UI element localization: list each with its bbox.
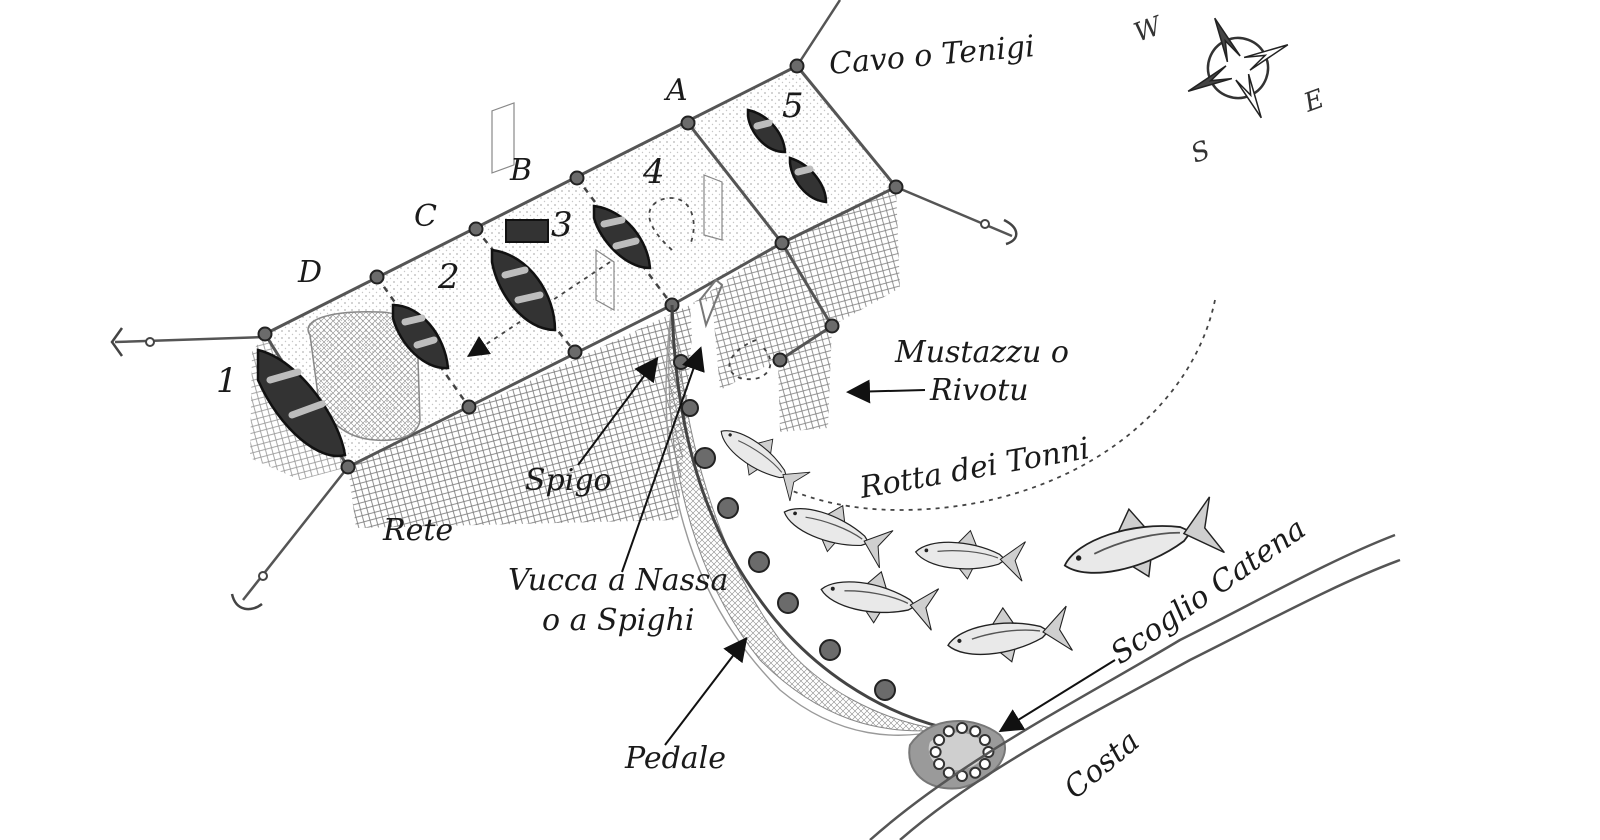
- frame-node: [257, 326, 273, 342]
- tuna-fish: [1063, 496, 1225, 578]
- float-buoy: [717, 497, 739, 519]
- label-spigo: Spigo: [525, 463, 612, 498]
- tuna-fish: [947, 605, 1073, 663]
- frame-node: [461, 399, 477, 415]
- label-vucca-1: Vucca a Nassa: [508, 563, 728, 598]
- float-buoy: [694, 447, 716, 469]
- scoglio-rock: [908, 720, 1006, 790]
- rock-node: [969, 766, 982, 779]
- rock-node: [978, 758, 991, 770]
- boat-number-3: 3: [551, 205, 573, 245]
- boat-1: [256, 348, 347, 458]
- rock-node: [969, 725, 982, 738]
- boat-5b: [788, 156, 828, 204]
- boat-4: [592, 204, 652, 270]
- rock-node: [933, 758, 946, 770]
- tuna-fish: [783, 504, 894, 569]
- frame-node: [789, 58, 805, 74]
- chamber-letter-c: C: [414, 199, 437, 234]
- boat-2: [391, 303, 450, 370]
- float-buoy: [777, 592, 799, 614]
- float-buoy: [681, 399, 699, 417]
- compass-rose: [1187, 17, 1289, 119]
- boat-3: [490, 219, 557, 332]
- frame-node: [369, 269, 385, 285]
- label-rete: Rete: [382, 513, 453, 548]
- rock-node: [956, 722, 968, 734]
- boat-number-4: 4: [642, 152, 665, 192]
- frame-node: [468, 221, 484, 237]
- tuna-fish: [720, 430, 811, 502]
- float-buoy: [748, 551, 770, 573]
- bag-net: [307, 311, 421, 442]
- boats: [256, 108, 828, 458]
- frame-node: [680, 115, 696, 131]
- label-vucca-2: o a Spighi: [542, 603, 695, 638]
- compass-s: S: [1187, 135, 1214, 169]
- boat-number-5: 5: [782, 86, 804, 126]
- coastline: [869, 533, 1401, 840]
- float-buoy: [874, 679, 896, 701]
- frame-node: [824, 318, 840, 334]
- rock-node: [978, 734, 991, 746]
- compass-w: W: [1130, 10, 1168, 48]
- rock-node: [942, 725, 955, 738]
- boat-5a: [746, 108, 787, 154]
- label-mustazzu-2: Rivotu: [929, 373, 1029, 408]
- chamber-letter-b: B: [509, 153, 532, 188]
- float-buoy: [819, 639, 841, 661]
- frame-node: [888, 179, 904, 195]
- tuna-fish: [820, 570, 940, 631]
- compass-e: E: [1299, 84, 1328, 119]
- chamber-letter-a: A: [663, 73, 688, 108]
- frame-node: [569, 170, 585, 186]
- frame-node: [567, 344, 583, 360]
- rock-node: [929, 746, 942, 758]
- label-cavo: Cavo o Tenigi: [828, 29, 1036, 82]
- tuna-fish: [914, 529, 1026, 582]
- frame-node: [774, 235, 790, 251]
- rock-node: [933, 734, 946, 746]
- pointer-arrows: [577, 346, 1116, 746]
- chamber-letter-d: D: [297, 255, 322, 290]
- net-curtains: [250, 66, 943, 736]
- frame-node: [340, 459, 356, 475]
- boat-number-2: 2: [437, 257, 460, 297]
- boat-number-1: 1: [216, 361, 238, 401]
- tuna-school: [720, 430, 1225, 663]
- label-costa: Costa: [1058, 724, 1147, 806]
- float-buoy: [673, 354, 689, 370]
- anchors: [110, 0, 1018, 611]
- label-rotta: Rotta dei Tonni: [856, 431, 1092, 506]
- label-pedale: Pedale: [624, 741, 726, 776]
- frame-node: [772, 352, 788, 368]
- frame-nodes: [257, 58, 946, 730]
- label-mustazzu-1: Mustazzu o: [894, 335, 1069, 370]
